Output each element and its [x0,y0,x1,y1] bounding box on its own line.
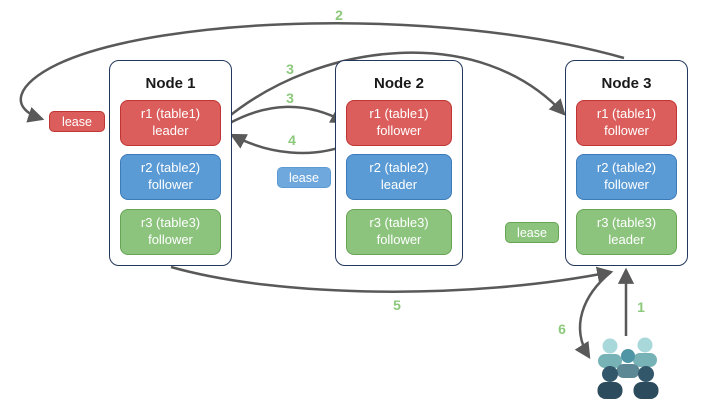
replica-name: r3 (table3) [369,215,429,231]
lease-tag-r2: lease [277,167,331,188]
replica-role: leader [152,123,189,138]
step-label-1: 1 [637,299,645,315]
replica-node1-r3: r3 (table3) follower [120,209,221,255]
arrow-step-3-leader-to-node2 [227,105,348,126]
replica-role: follower [376,232,422,247]
step-label-5: 5 [393,297,401,313]
replica-name: r2 (table2) [140,160,201,176]
step-label-3-lower: 3 [286,90,294,106]
arrow-step-5-node1-to-node3 [170,265,614,293]
node-1-card: Node 1 r1 (table1) leader r2 (table2) fo… [109,60,232,266]
replica-role: follower [604,177,649,192]
replica-node3-r2: r2 (table2) follower [576,154,677,200]
replica-role: leader [380,177,418,192]
node-3-card: Node 3 r1 (table1) follower r2 (table2) … [565,60,688,266]
lease-tag-r1: lease [49,111,105,132]
replica-name: r2 (table2) [369,160,429,176]
replica-role: follower [604,123,649,138]
node-1-title: Node 1 [145,75,196,92]
replica-node2-r3: r3 (table3) follower [346,209,452,255]
node-3-title: Node 3 [601,75,652,92]
replica-node2-r1: r1 (table1) follower [346,100,452,146]
replica-node3-r1: r1 (table1) follower [576,100,677,146]
replica-node3-r3: r3 (table3) leader [576,209,677,255]
replica-role: follower [148,232,193,247]
node-2-card: Node 2 r1 (table1) follower r2 (table2) … [335,60,463,266]
replica-name: r1 (table1) [140,106,201,122]
replica-role: follower [376,123,422,138]
arrow-step-2-node3-to-lease [19,22,625,123]
replica-name: r3 (table3) [140,215,201,231]
replica-node2-r2: r2 (table2) leader [346,154,452,200]
step-label-2: 2 [335,7,343,23]
step-label-3-upper: 3 [286,61,294,77]
replica-name: r3 (table3) [596,215,657,231]
replica-node1-r2: r2 (table2) follower [120,154,221,200]
replica-node1-r1: r1 (table1) leader [120,100,221,146]
replica-name: r1 (table1) [369,106,429,122]
replica-role: leader [608,232,645,247]
step-label-4: 4 [288,132,296,148]
lease-tag-r3: lease [505,222,559,243]
replica-name: r1 (table1) [596,106,657,122]
arrow-step-6-node3-to-users [574,271,612,360]
replica-name: r2 (table2) [596,160,657,176]
step-label-6: 6 [558,321,566,337]
users-group-icon [597,337,659,399]
node-2-title: Node 2 [373,75,424,92]
arrow-step-3-leader-to-node3 [226,51,566,119]
replica-role: follower [148,177,193,192]
